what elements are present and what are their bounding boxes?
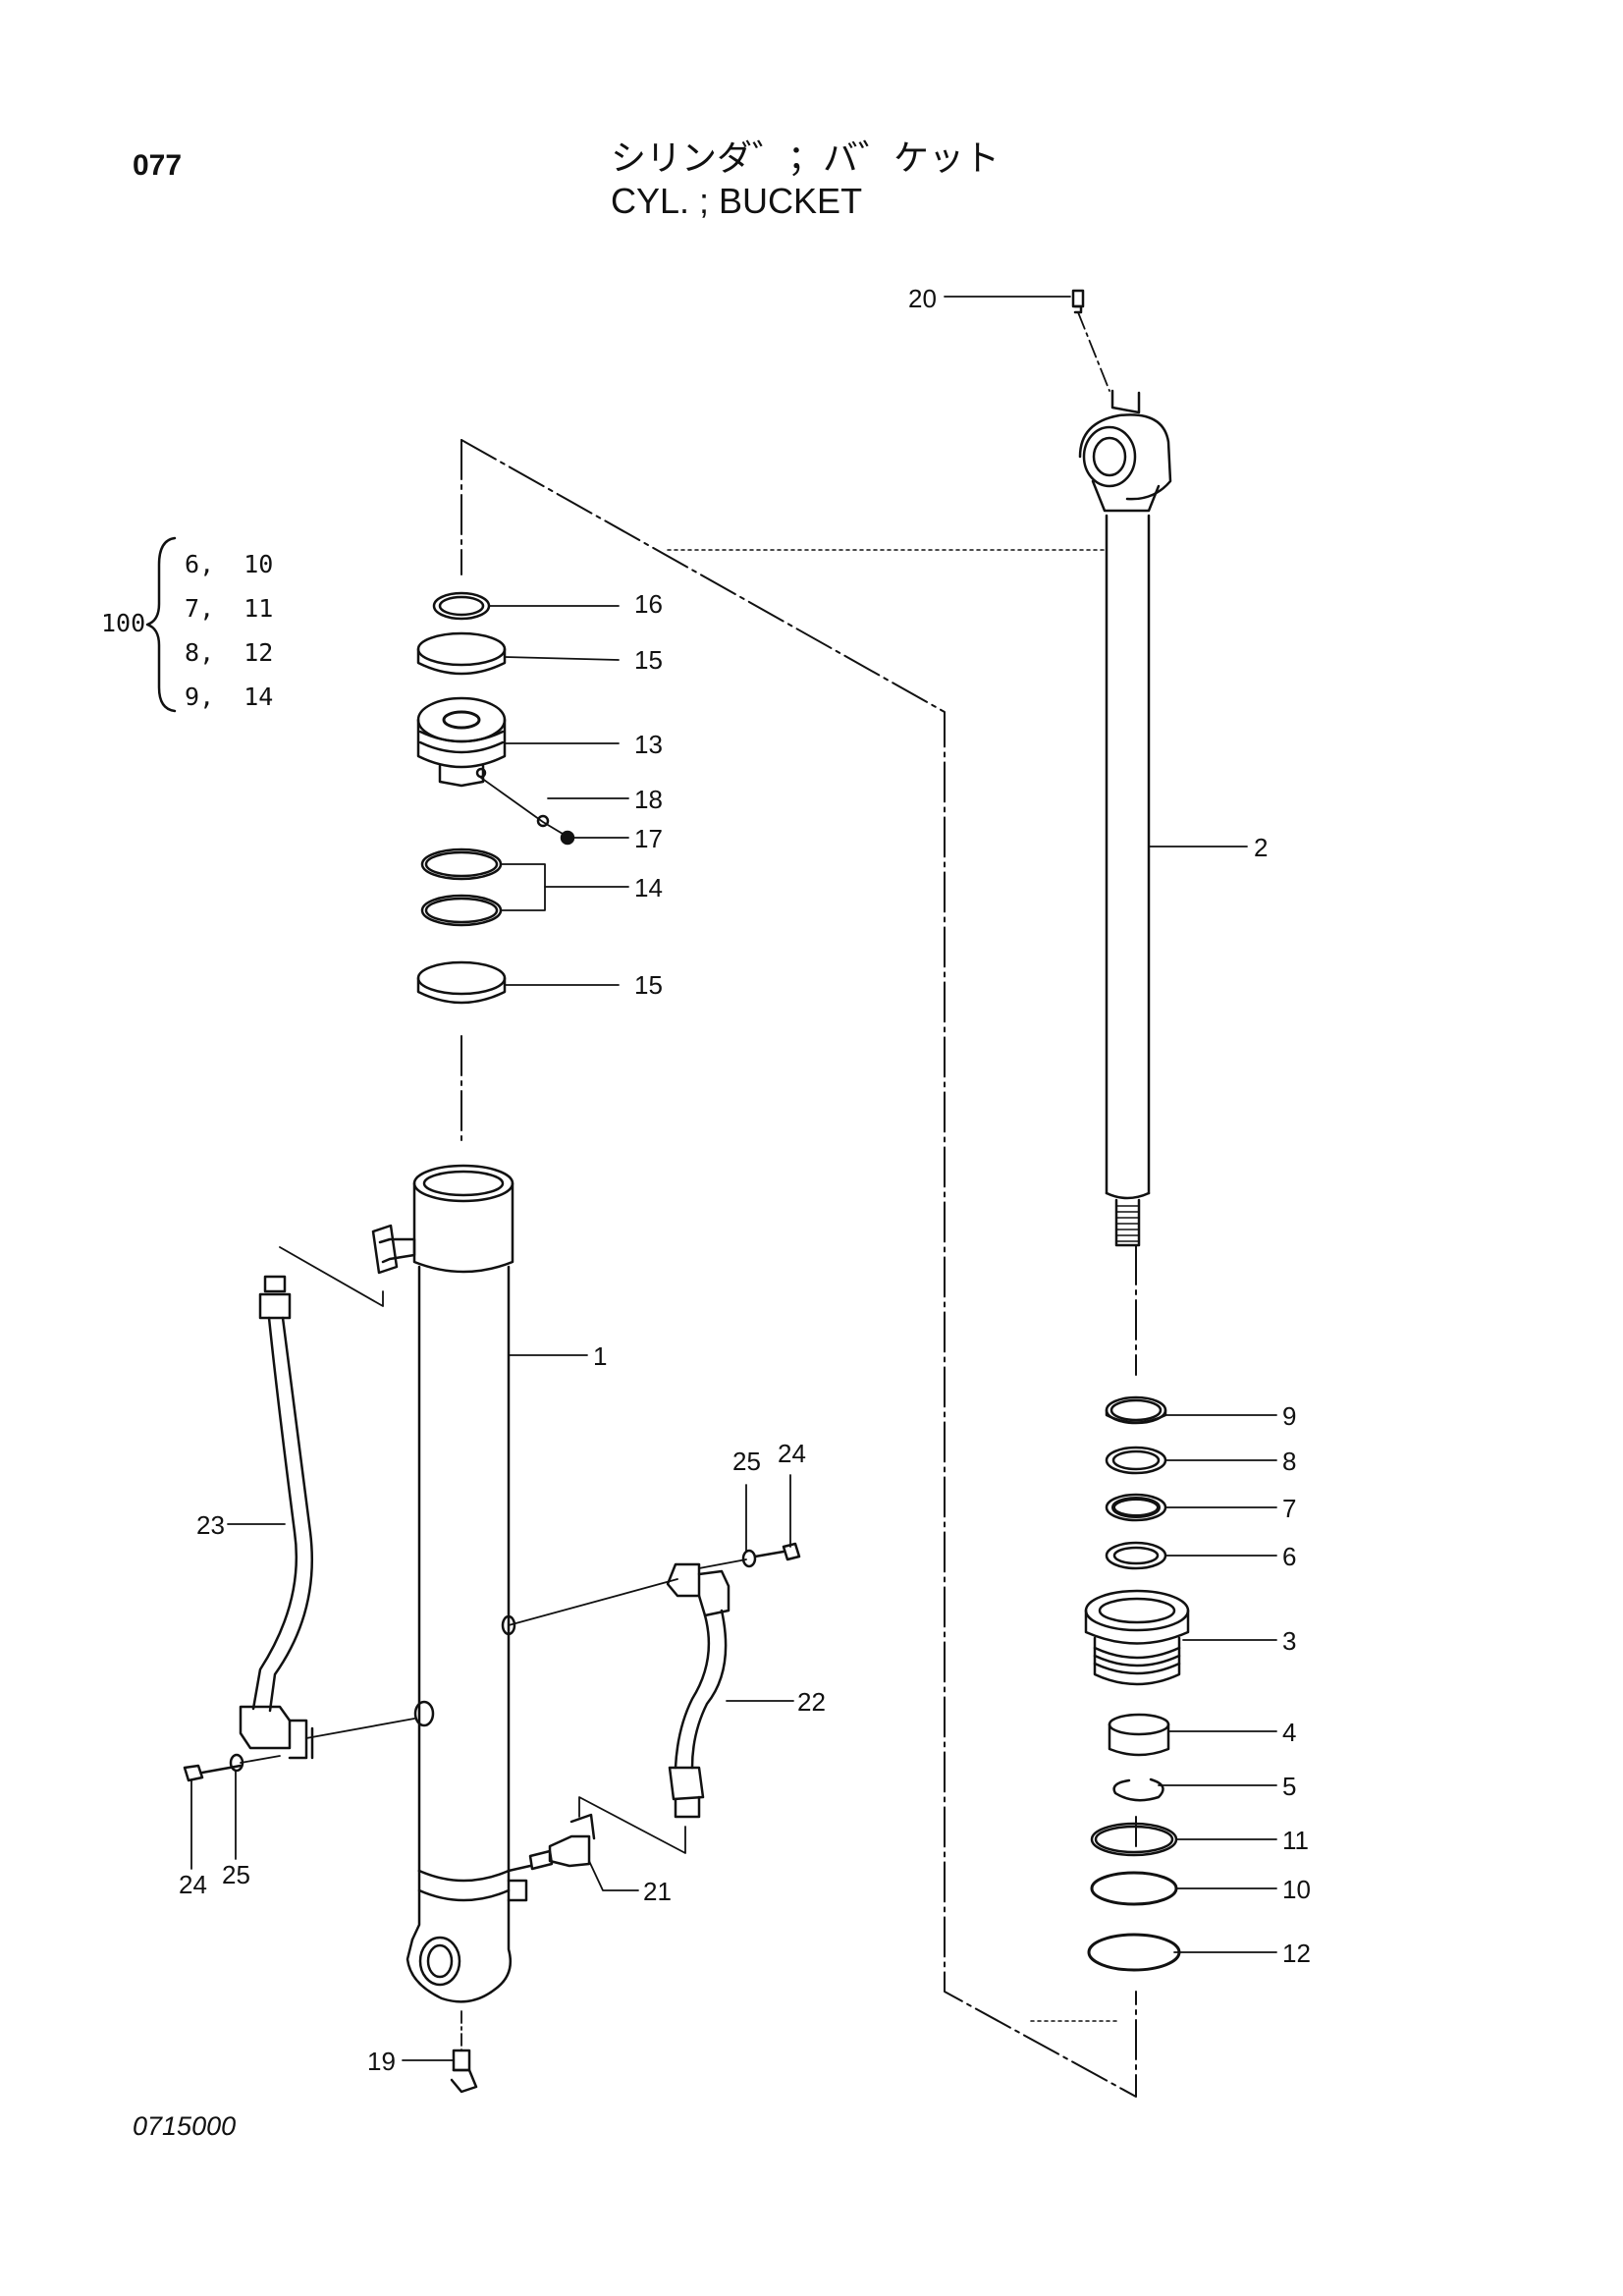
callout-11: 11 <box>1282 1826 1309 1855</box>
routing-line <box>578 1796 686 1854</box>
kit-part-b: 10 <box>243 550 274 578</box>
callout-19: 19 <box>367 2047 396 2076</box>
callout-5: 5 <box>1282 1772 1296 1801</box>
kit-row: 8, 12 <box>185 638 274 667</box>
kit-row: 7, 11 <box>185 594 274 623</box>
title-japanese: シリンダ゛；バ゛ケット <box>611 138 1001 179</box>
drawing-code: 0715000 <box>133 2111 237 2141</box>
callout-20: 20 <box>908 284 937 313</box>
title-english: CYL. ; BUCKET <box>611 181 863 221</box>
bolt-part-24-left <box>183 1764 243 1782</box>
callout-8: 8 <box>1282 1447 1296 1476</box>
wear-ring-part-15-upper <box>416 631 507 676</box>
callout-17: 17 <box>634 824 663 853</box>
callout-24-right: 24 <box>778 1439 806 1468</box>
page-number: 077 <box>133 149 183 182</box>
kit-row: 6, 10 <box>185 550 274 578</box>
callout-9: 9 <box>1282 1401 1296 1431</box>
callout-22: 22 <box>797 1687 826 1717</box>
piston-part-13 <box>416 696 507 788</box>
kit-part-b: 12 <box>243 638 274 667</box>
kit-row: 9, 14 <box>185 683 274 711</box>
leader-lines <box>190 296 1277 2061</box>
kit-brace <box>145 536 177 713</box>
washer-part-25-right <box>741 1549 757 1568</box>
ball-part-17 <box>560 830 575 846</box>
pipe-part-23 <box>239 1275 314 1760</box>
piston-rod-part-2 <box>1078 389 1172 1247</box>
leader-line <box>480 777 568 838</box>
callout-6: 6 <box>1282 1542 1296 1571</box>
cylinder-tube-part-1 <box>371 1164 528 2003</box>
elbow-fitting-part-19 <box>450 2010 478 2094</box>
callout-13: 13 <box>634 730 663 759</box>
seal-part-14 <box>420 847 503 927</box>
grease-nipple-part-20 <box>1071 289 1110 392</box>
kit-part-a: 9 <box>185 683 200 711</box>
callout-23: 23 <box>196 1510 225 1540</box>
ball-part-18 <box>536 814 550 828</box>
ring-part-7 <box>1105 1493 1167 1522</box>
snap-ring-part-5 <box>1112 1777 1164 1802</box>
elbow-fitting-part-21 <box>507 1813 596 1873</box>
bushing-part-4 <box>1108 1713 1170 1757</box>
kit-part-b: 14 <box>243 683 274 711</box>
callout-7: 7 <box>1282 1494 1296 1523</box>
callout-24-left: 24 <box>179 1870 207 1899</box>
callout-15-lower: 15 <box>634 970 663 1000</box>
ring-part-16 <box>432 591 491 621</box>
routing-line <box>698 1558 747 1569</box>
callout-2: 2 <box>1254 833 1268 862</box>
routing-line <box>508 1578 678 1626</box>
ring-part-8 <box>1105 1446 1167 1475</box>
callout-12: 12 <box>1282 1939 1311 1968</box>
kit-part-b: 11 <box>243 594 274 623</box>
ring-part-12 <box>1087 1933 1181 1972</box>
callout-18: 18 <box>634 785 663 814</box>
callout-1: 1 <box>593 1341 607 1371</box>
callout-25-left: 25 <box>222 1860 250 1889</box>
ring-part-11 <box>1090 1822 1178 1857</box>
kit-part-a: 6 <box>185 550 200 578</box>
assembly-frame-line <box>460 439 1137 2098</box>
callout-21: 21 <box>643 1877 672 1906</box>
bolt-part-24-right <box>753 1542 801 1561</box>
dotted-guide-line <box>667 549 1120 2022</box>
routing-line <box>279 1246 384 1307</box>
kit-number: 100 <box>101 609 146 637</box>
ring-part-6 <box>1105 1541 1167 1570</box>
callout-3: 3 <box>1282 1626 1296 1656</box>
boss-port <box>501 1614 516 1636</box>
routing-line <box>240 1755 281 1764</box>
kit-part-a: 8 <box>185 638 200 667</box>
callout-labels: 16 15 13 18 17 14 15 1 2 20 9 8 7 6 3 4 … <box>179 284 1311 2076</box>
callout-25-right: 25 <box>732 1447 761 1476</box>
rod-cover-part-3 <box>1084 1589 1190 1686</box>
wear-ring-part-15-lower <box>416 960 507 1005</box>
callout-16: 16 <box>634 589 663 619</box>
pipe-part-22 <box>666 1562 730 1819</box>
routing-line <box>305 1718 415 1739</box>
seal-part-9 <box>1105 1395 1167 1425</box>
kit-part-a: 7 <box>185 594 200 623</box>
boss-port <box>413 1700 435 1727</box>
callout-14: 14 <box>634 873 663 902</box>
callout-4: 4 <box>1282 1718 1296 1747</box>
callout-10: 10 <box>1282 1875 1311 1904</box>
callout-15-upper: 15 <box>634 645 663 675</box>
ring-part-10 <box>1090 1871 1178 1906</box>
